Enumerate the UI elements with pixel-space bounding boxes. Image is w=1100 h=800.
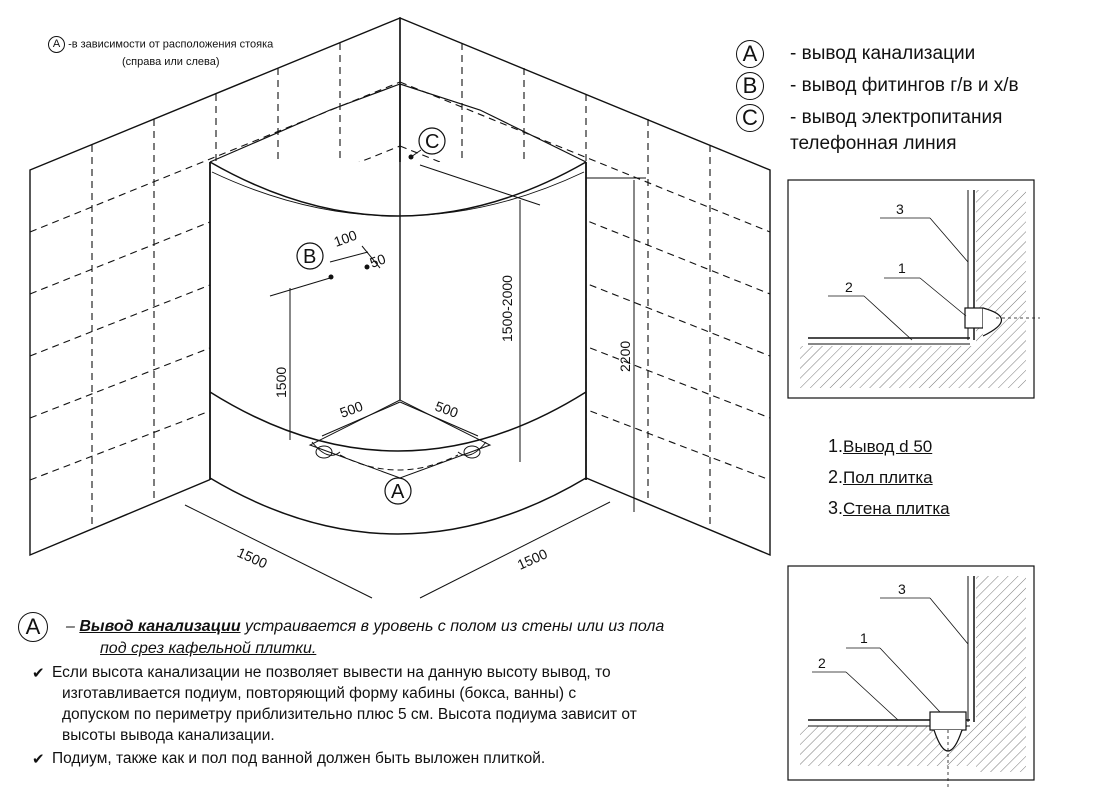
dim-100: 100 (332, 227, 360, 250)
svg-text:3: 3 (898, 581, 906, 597)
check-icon: ✔ (32, 665, 45, 682)
parts-label-1: Вывод d 50 (843, 437, 933, 456)
svg-text:A: A (391, 481, 405, 503)
dim-2200: 2200 (617, 341, 633, 372)
parts-item-3: 3.Стена плитка (828, 498, 950, 529)
svg-text:2: 2 (818, 655, 826, 671)
parts-item-2: 2.Пол плитка (828, 467, 950, 498)
legend-text-c-2: телефонная линия (790, 133, 957, 154)
bottom-note-line-2: под срез кафельной плитки. (100, 640, 317, 657)
bottom-dash: – (66, 618, 75, 635)
p1-line-2: изготавливается подиум, повторяющий форм… (62, 685, 577, 702)
legend-text-a: - вывод канализации (790, 43, 976, 64)
bottom-marker-a: A (18, 612, 48, 642)
bottom-bold: Вывод канализации (79, 618, 241, 635)
dim-500-right: 500 (433, 398, 461, 421)
svg-text:C: C (425, 131, 439, 153)
svg-text:1: 1 (860, 630, 868, 646)
shower-cabin (209, 83, 587, 542)
note-marker-a: A (48, 36, 65, 53)
note-line-1: -в зависимости от расположения стояка (68, 38, 274, 51)
parts-list: 1.Вывод d 50 2.Пол плитка 3.Стена плитка (828, 436, 950, 529)
bottom-note-line-1: – Вывод канализации устраивается в урове… (66, 618, 664, 636)
dim-1500-height: 1500 (273, 367, 289, 398)
dim-1500-2000: 1500-2000 (499, 275, 515, 342)
parts-item-1: 1.Вывод d 50 (828, 436, 950, 467)
p1-line-1: Если высота канализации не позволяет выв… (52, 664, 611, 681)
parts-num-3: 3. (828, 498, 844, 518)
check-icon: ✔ (32, 751, 45, 768)
svg-text:B: B (303, 246, 316, 268)
riser-note: A -в зависимости от расположения стояка … (48, 36, 274, 68)
detail-drawing-bottom: 3 1 2 (787, 565, 1035, 790)
detail-drawing-top: 3 1 2 (787, 179, 1040, 399)
legend-marker-a: A (736, 40, 764, 68)
parts-label-2: Пол плитка (843, 468, 933, 487)
legend-text-c: - вывод электропитания (790, 107, 1003, 128)
dim-1500-right: 1500 (515, 545, 550, 572)
svg-text:2: 2 (845, 279, 853, 295)
dim-50: 50 (368, 250, 388, 270)
parts-label-3: Стена плитка (843, 499, 950, 518)
legend-text-b: - вывод фитингов г/в и х/в (790, 75, 1019, 96)
legend-marker-b: B (736, 72, 764, 100)
parts-num-1: 1. (828, 436, 844, 456)
p1-line-3: допуском по периметру приблизительно плю… (62, 706, 637, 723)
svg-text:1: 1 (898, 260, 906, 276)
marker-a: A (315, 445, 481, 505)
legend-marker-c: C (736, 104, 764, 132)
bottom-paragraph-2: Подиум, также как и пол под ванной долже… (52, 750, 546, 767)
dim-1500-left: 1500 (235, 544, 270, 571)
svg-text:3: 3 (896, 201, 904, 217)
bottom-paragraph-1: Если высота канализации не позволяет выв… (52, 662, 637, 746)
marker-c: C (408, 127, 446, 160)
parts-num-2: 2. (828, 467, 844, 487)
dim-500-left: 500 (338, 398, 366, 421)
note-line-2: (справа или слева) (122, 56, 220, 68)
dimension-lines (184, 164, 646, 599)
p1-line-4: высоты вывода канализации. (62, 727, 275, 744)
bottom-rest: устраивается в уровень с полом из стены … (240, 618, 665, 635)
marker-b: B (296, 242, 370, 280)
